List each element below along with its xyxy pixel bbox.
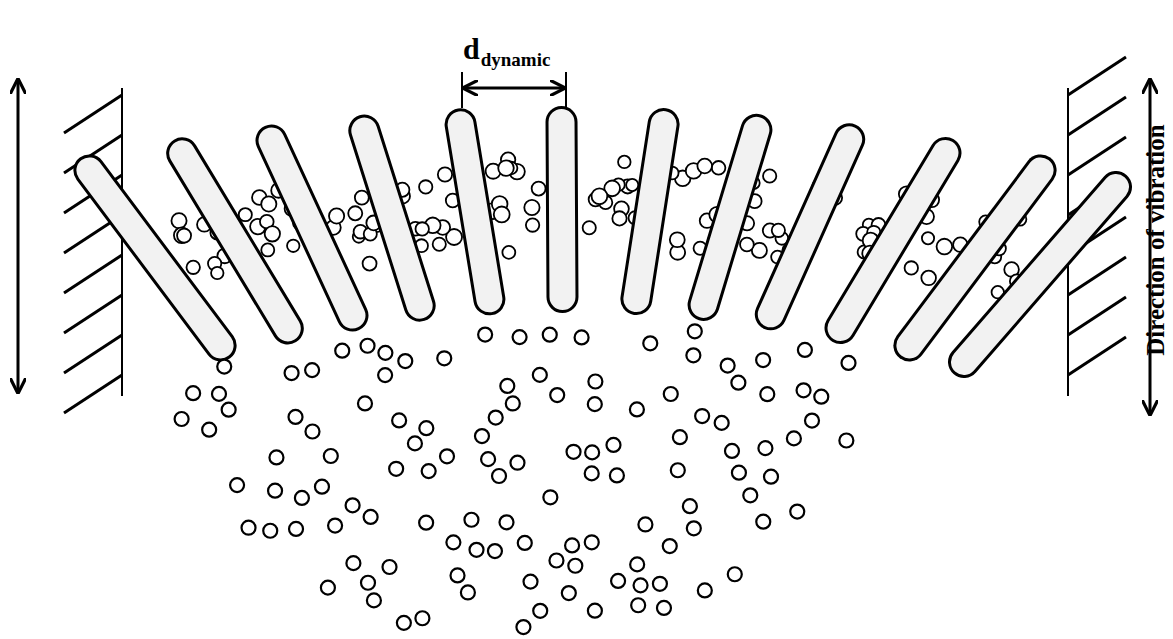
vibration-arrow xyxy=(17,80,20,392)
dimension-symbol: d xyxy=(463,32,480,66)
dimension-line xyxy=(462,72,566,108)
wall xyxy=(64,88,122,413)
axis-label: Direction of vibration xyxy=(1142,124,1170,355)
loose-particles xyxy=(175,324,856,634)
dimension-subscript: dynamic xyxy=(481,49,551,71)
spring-coil xyxy=(89,122,1116,362)
